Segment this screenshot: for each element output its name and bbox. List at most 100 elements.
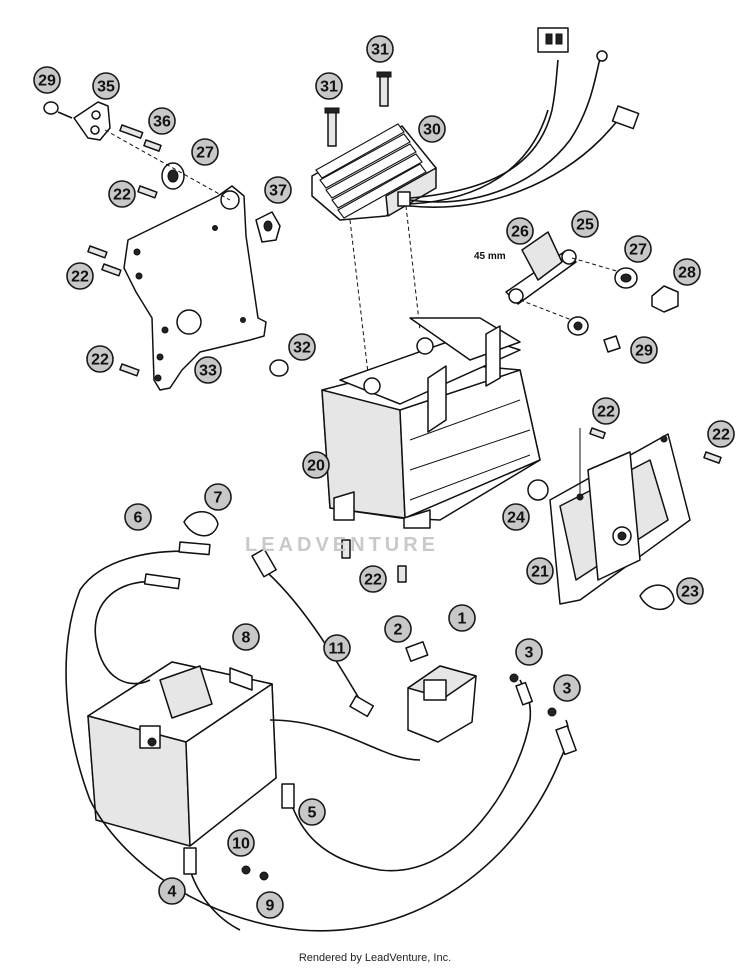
callout-11: 11	[323, 634, 351, 662]
callout-25: 25	[571, 210, 599, 238]
callout-24: 24	[502, 503, 530, 531]
callout-9: 9	[256, 891, 284, 919]
callout-number: 21	[531, 564, 549, 581]
callout-circle	[418, 115, 446, 143]
callout-36: 36	[148, 107, 176, 135]
callout-number: 26	[511, 224, 529, 241]
bracket-plate	[123, 185, 267, 391]
callout-number: 22	[712, 427, 730, 444]
callout-22: 22	[707, 420, 735, 448]
callout-circle	[124, 503, 152, 531]
callout-21: 21	[526, 557, 554, 585]
callout-number: 37	[269, 183, 287, 200]
callout-2: 2	[384, 615, 412, 643]
regulator-screws	[324, 71, 392, 147]
callout-number: 1	[458, 611, 467, 628]
callout-number: 11	[329, 641, 346, 658]
callout-circle	[191, 138, 219, 166]
callout-circle	[33, 66, 61, 94]
callout-27: 27	[624, 235, 652, 263]
regulator-harness	[409, 27, 640, 208]
callout-circle	[359, 565, 387, 593]
callout-circle	[204, 483, 232, 511]
callout-circle	[315, 72, 343, 100]
callout-circle	[384, 615, 412, 643]
callout-circle	[506, 217, 534, 245]
callout-number: 3	[563, 681, 572, 698]
callout-circle	[707, 420, 735, 448]
callout-circle	[158, 877, 186, 905]
callout-number: 20	[307, 458, 325, 475]
callout-circle	[366, 35, 394, 63]
callout-7: 7	[204, 483, 232, 511]
voltage-regulator	[311, 123, 437, 391]
callout-number: 33	[199, 363, 217, 380]
callout-circle	[624, 235, 652, 263]
callout-number: 27	[196, 145, 214, 162]
callout-37: 37	[264, 176, 292, 204]
callout-number: 22	[71, 269, 89, 286]
callout-32: 32	[288, 333, 316, 361]
callout-circle	[571, 210, 599, 238]
callout-6: 6	[124, 503, 152, 531]
callout-number: 22	[597, 404, 615, 421]
callout-20: 20	[302, 451, 330, 479]
callout-31: 31	[366, 35, 394, 63]
bolts-left	[43, 101, 289, 377]
callout-1: 1	[448, 604, 476, 632]
callout-number: 31	[320, 79, 338, 96]
callout-number: 7	[214, 490, 223, 507]
callout-circle	[323, 634, 351, 662]
callout-circle	[92, 72, 120, 100]
callout-8: 8	[232, 623, 260, 651]
callout-number: 27	[629, 242, 647, 259]
callout-35: 35	[92, 72, 120, 100]
callout-circle	[86, 345, 114, 373]
callout-circle	[298, 798, 326, 826]
callout-circle	[448, 604, 476, 632]
callout-28: 28	[673, 258, 701, 286]
callout-circle	[302, 451, 330, 479]
callout-22: 22	[108, 180, 136, 208]
callout-5: 5	[298, 798, 326, 826]
callout-number: 4	[168, 884, 177, 901]
battery	[87, 661, 277, 847]
battery-box	[321, 317, 541, 529]
callout-number: 22	[91, 352, 109, 369]
callout-number: 35	[97, 79, 115, 96]
callout-number: 22	[364, 572, 382, 589]
mount-plate	[73, 101, 111, 141]
callout-29: 29	[33, 66, 61, 94]
footer-credit: Rendered by LeadVenture, Inc.	[298, 952, 452, 964]
callout-circle	[515, 638, 543, 666]
callout-circle	[553, 674, 581, 702]
callout-circle	[66, 262, 94, 290]
callout-number: 30	[423, 122, 441, 139]
callout-27: 27	[191, 138, 219, 166]
callout-circle	[227, 829, 255, 857]
callout-circle	[264, 176, 292, 204]
callout-26: 26	[506, 217, 534, 245]
starter-relay	[241, 641, 557, 881]
callout-circle	[502, 503, 530, 531]
callout-circle	[194, 356, 222, 384]
callout-number: 10	[232, 836, 250, 853]
callout-22: 22	[66, 262, 94, 290]
callout-number: 25	[576, 217, 594, 234]
callout-circle	[256, 891, 284, 919]
callout-circle	[526, 557, 554, 585]
callout-3: 3	[553, 674, 581, 702]
callout-circle	[676, 577, 704, 605]
callout-number: 29	[38, 73, 56, 90]
callout-number: 3	[525, 645, 534, 662]
callout-33: 33	[194, 356, 222, 384]
callout-number: 36	[153, 114, 171, 131]
callout-22: 22	[359, 565, 387, 593]
callout-number: 22	[113, 187, 131, 204]
callout-circle	[630, 336, 658, 364]
callout-number: 28	[678, 265, 696, 282]
battery-tray	[341, 427, 722, 610]
callout-circle	[108, 180, 136, 208]
